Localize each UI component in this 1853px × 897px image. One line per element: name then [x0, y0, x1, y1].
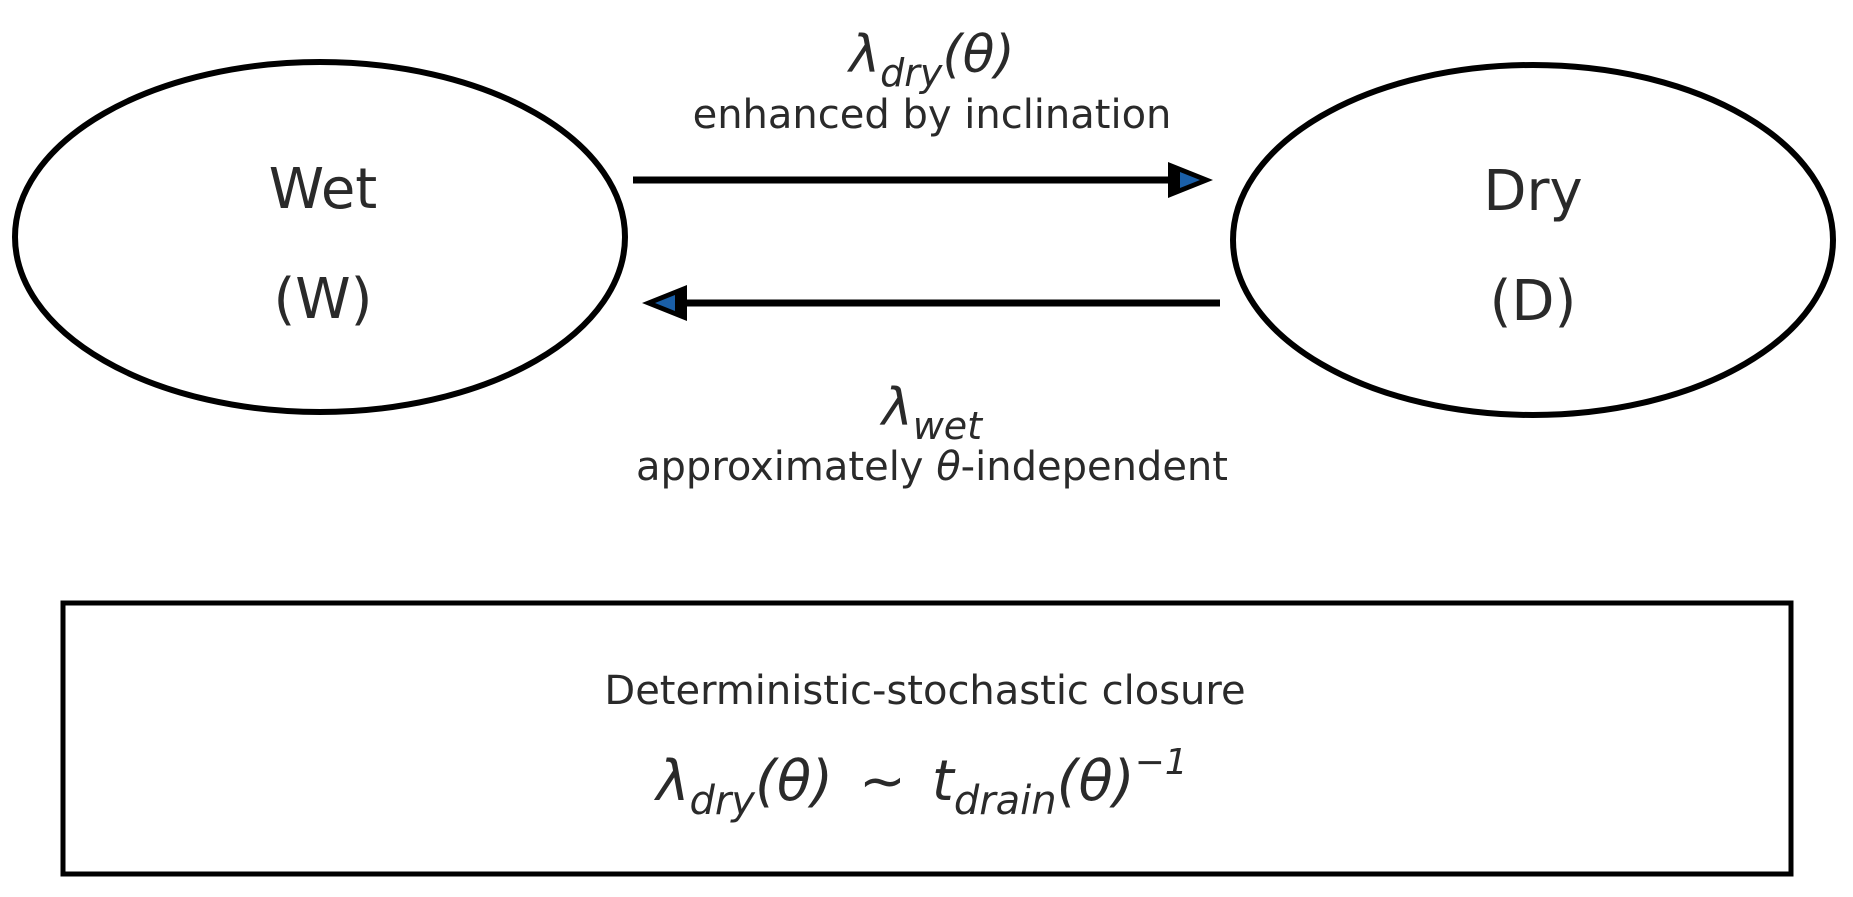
arrow-dry-to-wet-head-accent [655, 295, 675, 311]
rate-dry-to-wet-note-prefix: approximately [636, 444, 936, 490]
closure-lhs-symbol: λ [653, 749, 689, 814]
wet-state-symbol: (W) [273, 267, 372, 332]
dry-state-node: Dry (D) [1230, 62, 1836, 418]
wet-state-ellipse [12, 59, 628, 415]
closure-rhs-exponent: −1 [1135, 742, 1188, 783]
closure-lhs-argument: (θ) [755, 749, 833, 814]
rate-dry-to-wet-label: λwet approximately θ-independent [636, 378, 1228, 490]
dry-state-symbol: (D) [1490, 269, 1577, 334]
closure-box: Deterministic-stochastic closure λdry(θ)… [60, 600, 1794, 877]
rate-dry-to-wet-formula: λwet [879, 378, 984, 448]
rate-wet-to-dry-note: enhanced by inclination [693, 92, 1172, 138]
rate-wet-to-dry-symbol: λ [846, 25, 880, 85]
wet-state-node: Wet (W) [12, 59, 628, 415]
closure-relation: ~ [859, 749, 906, 814]
closure-formula: λdry(θ)~tdrain(θ)−1 [653, 742, 1187, 824]
rate-wet-to-dry-label: λdry(θ) enhanced by inclination [693, 25, 1172, 138]
wet-state-name: Wet [269, 157, 378, 222]
rate-dry-to-wet-note-theta: θ [936, 444, 960, 490]
arrow-dry-to-wet [642, 285, 1220, 321]
rate-dry-to-wet-note: approximately θ-independent [636, 444, 1228, 490]
rate-dry-to-wet-symbol: λ [879, 378, 913, 438]
dry-state-ellipse [1230, 62, 1836, 418]
rate-dry-to-wet-note-suffix: -independent [961, 444, 1228, 490]
closure-lhs-subscript: dry [689, 778, 756, 824]
rate-wet-to-dry-argument: (θ) [942, 25, 1014, 85]
rate-dry-to-wet-subscript: wet [913, 404, 984, 448]
dry-state-name: Dry [1483, 159, 1582, 224]
closure-rhs-argument: (θ) [1057, 749, 1135, 814]
rate-wet-to-dry-formula: λdry(θ) [846, 25, 1014, 95]
rate-wet-to-dry-subscript: dry [880, 51, 943, 95]
closure-box-frame [60, 600, 1794, 877]
closure-rhs-symbol: t [932, 749, 956, 814]
closure-rhs-subscript: drain [954, 778, 1057, 824]
arrow-wet-to-dry-head-accent [1180, 172, 1200, 188]
arrow-wet-to-dry [633, 162, 1213, 198]
closure-title: Deterministic-stochastic closure [604, 668, 1245, 714]
